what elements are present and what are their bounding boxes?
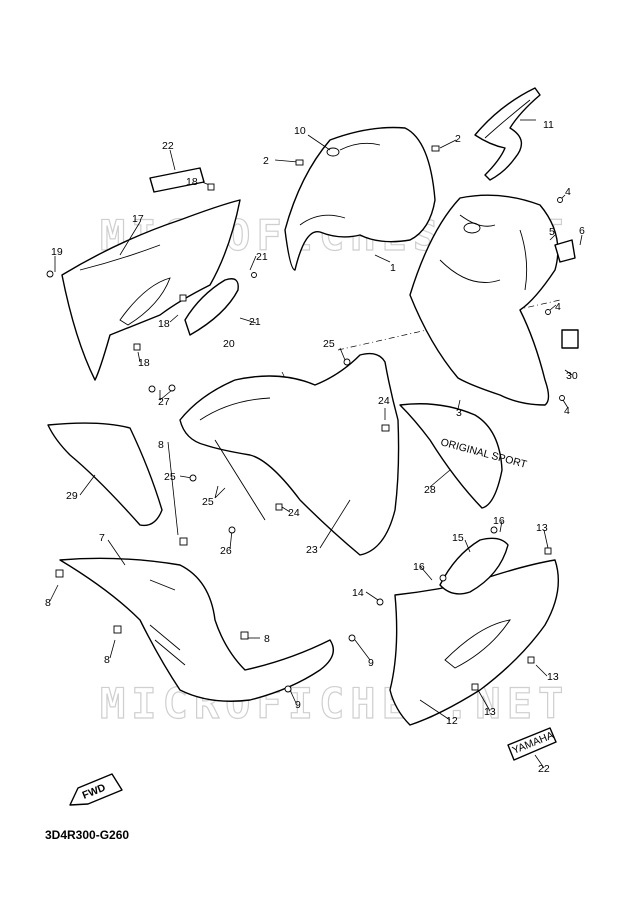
callout-29: 29 — [66, 490, 78, 502]
inner-panel-part — [184, 278, 239, 336]
callout-20: 20 — [223, 338, 235, 350]
yamaha-decal-part: YAMAHA — [507, 727, 557, 761]
callout-17: 17 — [132, 213, 144, 225]
front-cover-part — [284, 126, 436, 271]
callout-8: 8 — [104, 654, 110, 666]
callout-8: 8 — [45, 597, 51, 609]
callout-21: 21 — [249, 316, 261, 328]
callout-27: 27 — [158, 396, 170, 408]
callout-18: 18 — [138, 357, 150, 369]
callouts: 10 2 2 11 1 4 5 6 4 30 4 3 22 17 19 18 2… — [45, 119, 585, 775]
fasteners — [46, 145, 565, 693]
callout-18: 18 — [186, 176, 198, 188]
caution-label-part — [149, 167, 205, 193]
callout-13: 13 — [484, 706, 496, 718]
side-cover-left-part — [61, 199, 241, 381]
callout-18: 18 — [158, 318, 170, 330]
callout-16: 16 — [493, 515, 505, 527]
yamaha-decal-text: YAMAHA — [511, 729, 556, 756]
callout-14: 14 — [352, 587, 364, 599]
callout-2: 2 — [455, 133, 461, 145]
front-lower-cover-part — [179, 352, 400, 556]
leader-lines — [49, 119, 583, 769]
callout-3: 3 — [456, 407, 462, 419]
callout-4: 4 — [564, 405, 570, 417]
callout-13: 13 — [536, 522, 548, 534]
callout-25: 25 — [164, 471, 176, 483]
leg-shield-part — [409, 194, 559, 406]
watermark-bottom: MICROFICHES.NET — [100, 679, 569, 728]
callout-19: 19 — [51, 246, 63, 258]
diagram-code: 3D4R300-G260 — [45, 828, 130, 842]
graphic-decal-part — [474, 87, 541, 181]
callout-13: 13 — [547, 671, 559, 683]
side-panel-part: ORIGINAL SPORT — [399, 403, 529, 509]
callout-4: 4 — [555, 301, 561, 313]
callout-5: 5 — [549, 226, 555, 238]
fwd-arrow: FWD — [69, 773, 123, 806]
label-part — [561, 329, 579, 349]
callout-8: 8 — [158, 439, 164, 451]
callout-23: 23 — [306, 544, 318, 556]
callout-10: 10 — [294, 125, 306, 137]
callout-24: 24 — [378, 395, 390, 407]
callout-4: 4 — [565, 186, 571, 198]
callout-22: 22 — [538, 763, 550, 775]
callout-12: 12 — [446, 715, 458, 727]
callout-9: 9 — [368, 657, 374, 669]
callout-9: 9 — [295, 699, 301, 711]
callout-2: 2 — [263, 155, 269, 167]
callout-28: 28 — [424, 484, 436, 496]
callout-21: 21 — [256, 251, 268, 263]
callout-26: 26 — [220, 545, 232, 557]
callout-22: 22 — [162, 140, 174, 152]
callout-7: 7 — [99, 532, 105, 544]
callout-24: 24 — [288, 507, 300, 519]
callout-16: 16 — [413, 561, 425, 573]
callout-25: 25 — [202, 496, 214, 508]
lamp-lens-part — [439, 537, 509, 595]
callout-6: 6 — [579, 225, 585, 237]
callout-8: 8 — [264, 633, 270, 645]
callout-1: 1 — [390, 262, 396, 274]
callout-25: 25 — [323, 338, 335, 350]
bracket-part — [554, 239, 576, 263]
under-cover-left-part — [59, 557, 334, 702]
shield-panel-part — [47, 422, 163, 527]
callout-30: 30 — [566, 370, 578, 382]
callout-11: 11 — [543, 119, 554, 131]
callout-15: 15 — [452, 532, 464, 544]
